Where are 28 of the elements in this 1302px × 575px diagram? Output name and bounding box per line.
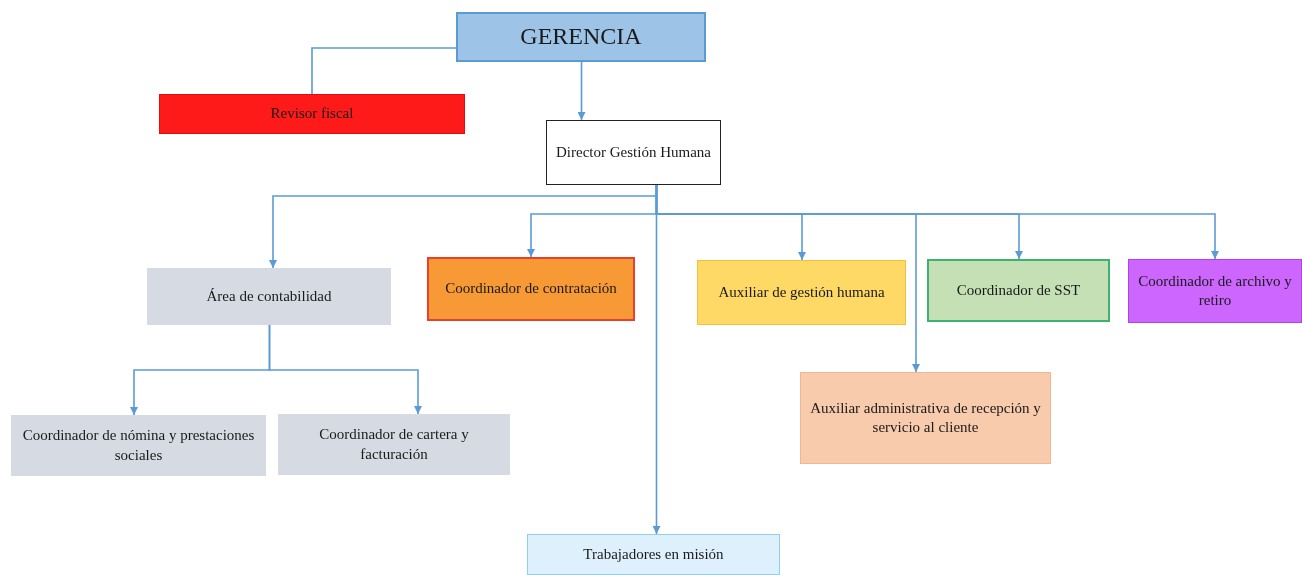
- position-title: Revisor fiscal: [270, 104, 354, 124]
- position-box: [1128, 259, 1302, 323]
- position-title: Coordinador de contratación: [445, 279, 617, 299]
- position-title: Coordinador de nómina y prestaciones sociales: [21, 426, 256, 465]
- arrow: [652, 184, 661, 535]
- arrow: [268, 324, 422, 415]
- position-box: [278, 414, 510, 475]
- position-title: Coordinador de SST: [956, 280, 1081, 300]
- position-title: Coordinador de cartera y facturación: [318, 425, 470, 464]
- position-title: Auxiliar de gestión humana: [718, 282, 885, 302]
- position-box: [11, 415, 266, 476]
- arrow: [577, 61, 586, 121]
- position-box: [697, 260, 906, 325]
- position-box: [527, 534, 780, 575]
- position-title: Trabajadores en misión: [583, 544, 724, 564]
- position-box: [427, 257, 635, 321]
- position-box: [800, 372, 1051, 464]
- position-title: Auxiliar administrativa de recepción y servicio al cliente: [809, 398, 1042, 437]
- position-title: Director Gestión Humana: [556, 142, 711, 162]
- position-box: [147, 268, 391, 325]
- position-box: [159, 94, 465, 134]
- position-title: Coordinador de archivo y retiro: [1137, 271, 1293, 310]
- position-box: [927, 259, 1110, 322]
- position-title: GERENCIA: [520, 22, 642, 52]
- connector-line: [311, 47, 457, 95]
- position-box: [546, 120, 721, 185]
- position-title: Área de contabilidad: [206, 286, 332, 306]
- position-box: [456, 12, 706, 62]
